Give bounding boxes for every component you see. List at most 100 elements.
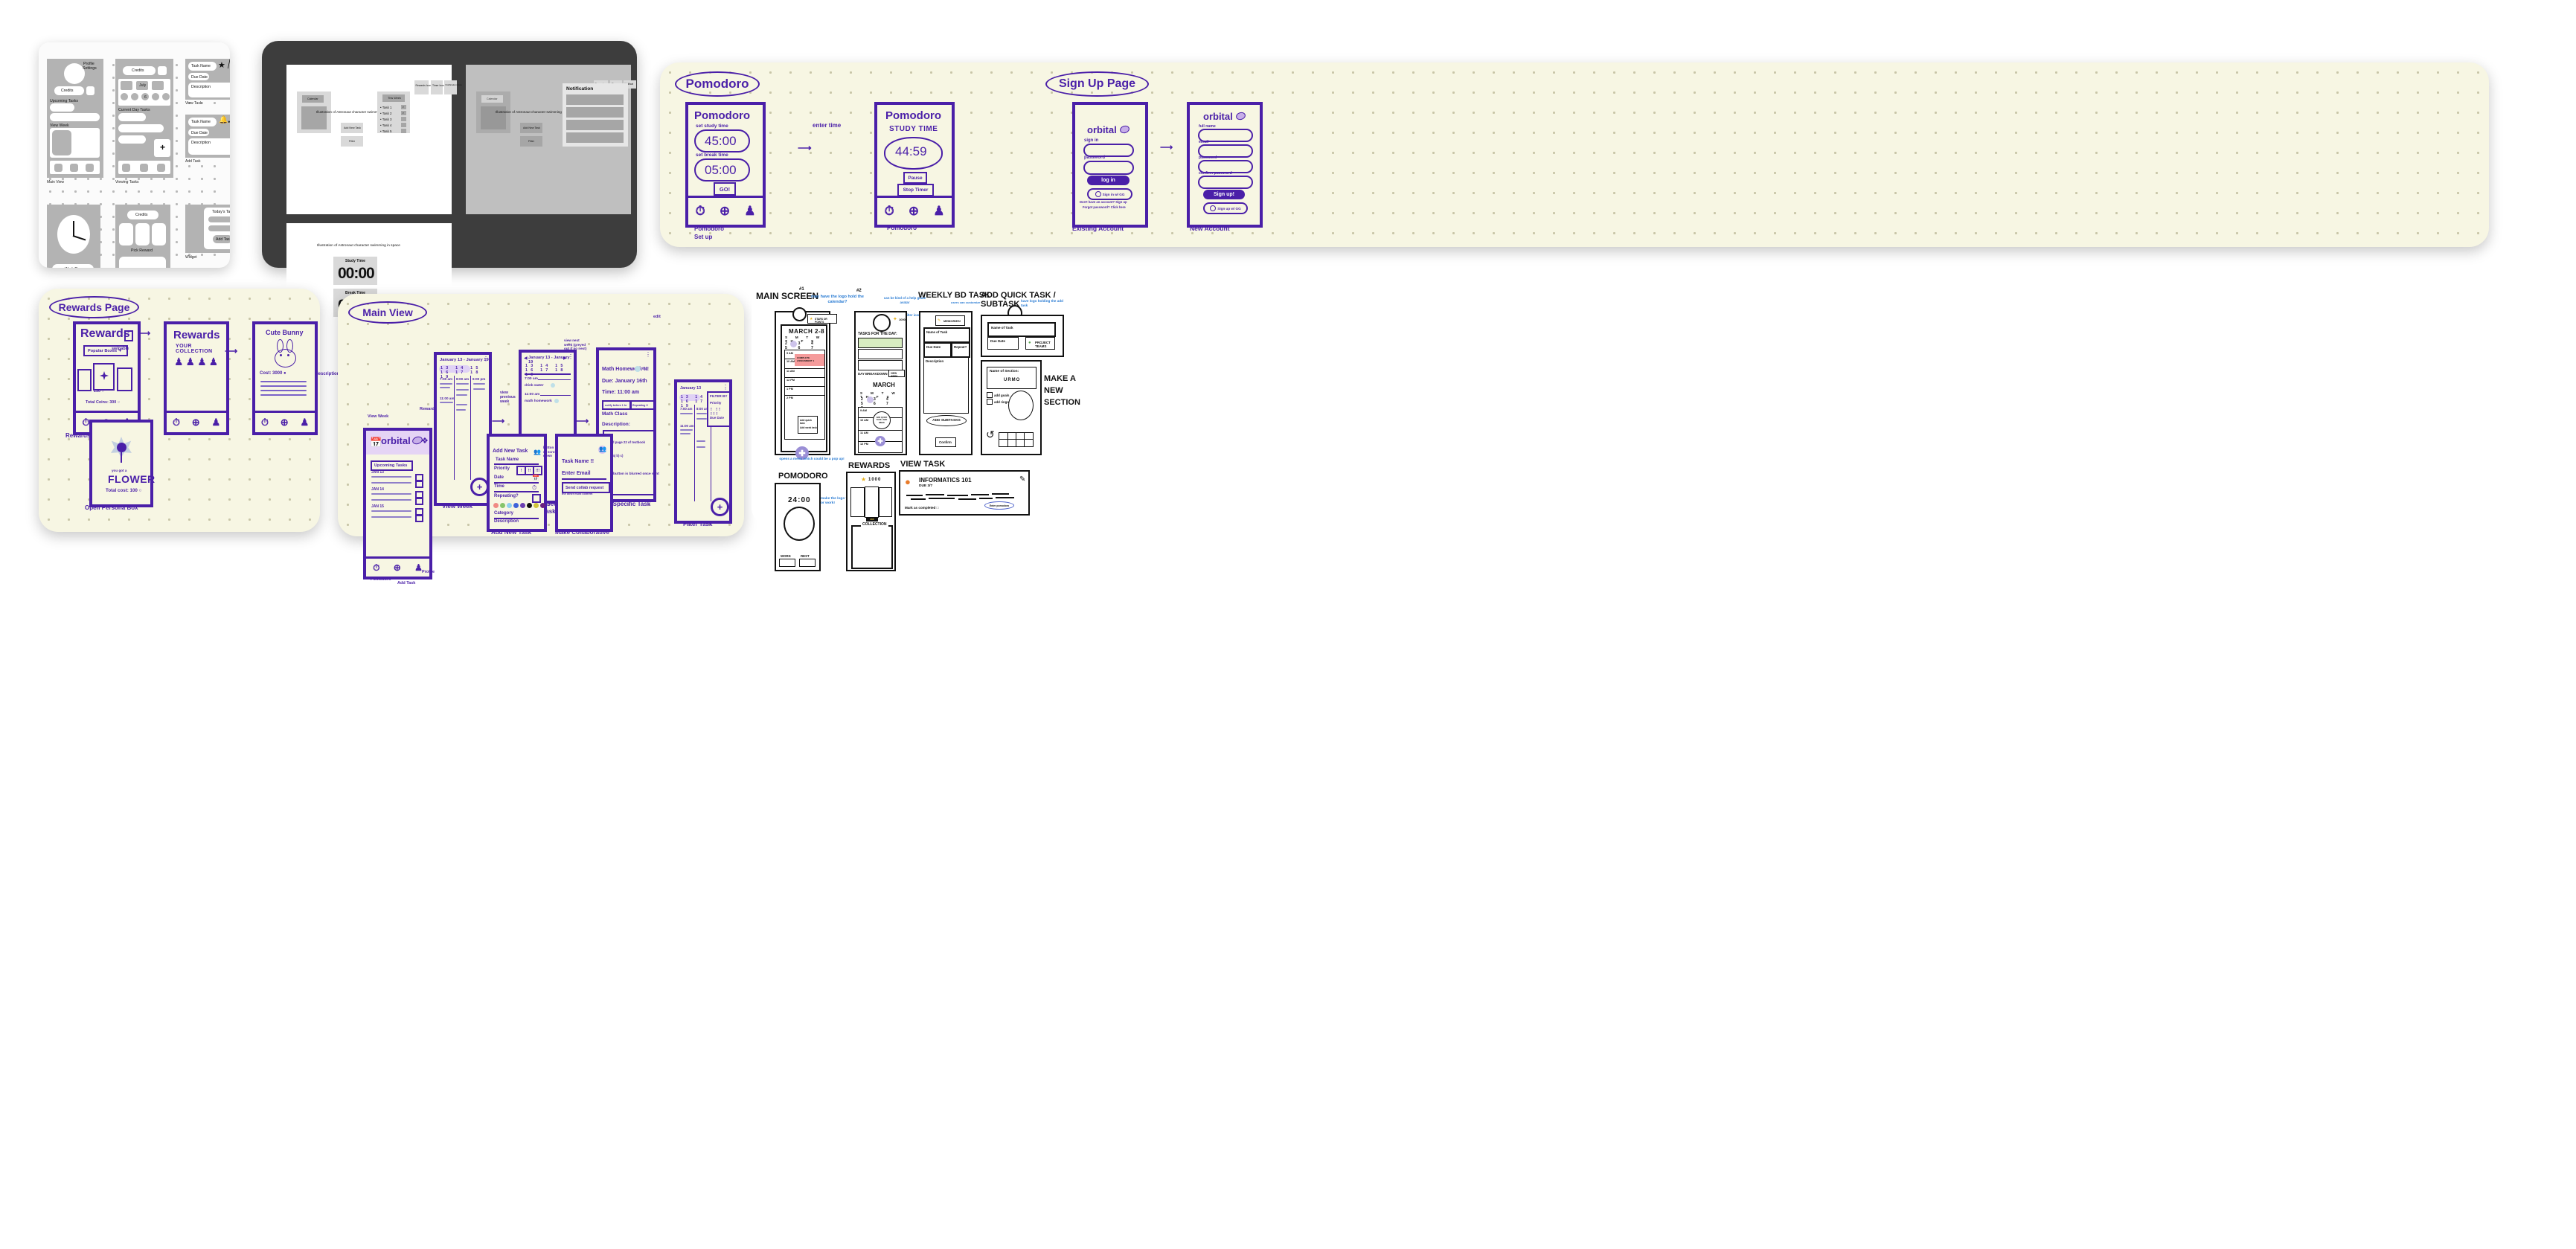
login-button[interactable]: log in [1087, 176, 1130, 185]
wireframe-screen-viewing-tasks[interactable]: Credits July 6 Current Day Tasks [115, 59, 173, 178]
filter-popup[interactable]: FILTER BY Priority ! !! !!! Due Date [707, 391, 731, 427]
signup-button[interactable]: Sign up! [1203, 190, 1245, 199]
phone-existing-account[interactable]: orbital sign in password log in Sign in … [1072, 102, 1148, 228]
filter-row-priority[interactable]: Priority [710, 401, 722, 405]
clock-icon[interactable]: ⏱ [260, 417, 269, 428]
category-input[interactable] [494, 518, 539, 519]
this-week-button[interactable]: This Week [382, 94, 405, 102]
reward-box-left[interactable] [77, 369, 92, 391]
month-next[interactable] [152, 81, 164, 90]
email-input[interactable] [1198, 144, 1253, 158]
plus-icon[interactable]: ⊕ [719, 204, 731, 218]
task-item[interactable]: • Task 1 [380, 106, 392, 109]
task-line[interactable] [371, 516, 411, 518]
calendar-strip[interactable]: July 6 [118, 79, 170, 106]
task-line[interactable] [371, 493, 411, 495]
wireframe-screen-pomodoro[interactable]: Work Time Rest Time [47, 205, 100, 268]
bottom-nav[interactable]: ⏱ ⊕ ♟ [688, 196, 763, 225]
gift-icon[interactable] [124, 330, 133, 341]
wireframe-screen-view-task[interactable]: Task Name ★ ╱ ✕ Due Date Description [185, 59, 230, 100]
checkbox-icon[interactable] [987, 392, 993, 398]
day-chip[interactable] [121, 93, 128, 100]
reward-box-center[interactable] [93, 363, 115, 391]
filter-row-due-date[interactable]: Due Date [710, 416, 725, 420]
wireframe-screen-add-task[interactable]: Task Name 🔔 ✓ ✕ Due Date Description [185, 115, 230, 158]
color-swatch[interactable] [540, 503, 545, 508]
notification-row[interactable] [566, 120, 624, 130]
bottom-nav[interactable]: ⏱ ⊕ ♟ [366, 556, 429, 577]
task-checkbox[interactable] [401, 129, 406, 133]
wireframe-screen-rewards[interactable]: Credits Pick Reward Collection [115, 205, 170, 268]
task-checkbox[interactable] [401, 123, 406, 127]
clock-icon[interactable]: ⏱ [172, 417, 181, 428]
pencil-icon[interactable]: ✎ [1019, 475, 1026, 484]
bell-icon[interactable]: 🔔 [219, 116, 228, 124]
bottom-nav[interactable] [118, 161, 170, 174]
reward-box-right[interactable] [117, 367, 132, 391]
study-time-input[interactable]: 45:00 [694, 129, 750, 152]
star-icon[interactable]: ★ [218, 61, 225, 70]
collection-area[interactable]: Collection [119, 257, 166, 268]
task-line[interactable] [371, 482, 411, 484]
widget-task-row[interactable] [208, 225, 230, 231]
task-item[interactable]: • Task 2 [380, 112, 392, 115]
next-week-arrow-icon[interactable]: ▶ [563, 356, 567, 361]
description-field[interactable]: Description [188, 83, 230, 97]
task-checkbox[interactable] [415, 514, 423, 522]
kebab-menu-icon[interactable]: ⋮ [483, 356, 489, 362]
task-checkbox[interactable] [415, 508, 423, 516]
kebab-menu-icon[interactable]: ⋮ [568, 353, 574, 360]
color-swatch[interactable] [527, 503, 532, 508]
due-date-field[interactable]: Due Date [188, 129, 209, 136]
nav-icon[interactable] [122, 164, 130, 172]
plus-icon[interactable]: ⊕ [908, 204, 920, 218]
phone-rewards-page[interactable]: Rewards Popular Boxes ▼ 250 ○ Total Coin… [73, 321, 141, 435]
phone-pomodoro-setup[interactable]: Pomodoro set study time 45:00 set break … [685, 102, 766, 228]
task-name-field[interactable]: Task Name [188, 118, 217, 126]
task-row-completed[interactable] [858, 338, 903, 348]
rest-button[interactable] [799, 559, 816, 567]
reward-card[interactable] [850, 487, 865, 517]
task-checkbox[interactable]: v [401, 105, 406, 109]
task-row[interactable] [118, 124, 164, 132]
plus-icon[interactable]: ⊕ [191, 417, 200, 428]
nav-icon[interactable] [86, 164, 94, 172]
priority-level-3[interactable]: !!! [533, 466, 542, 475]
send-collab-request-button[interactable]: Send collab request [562, 482, 610, 493]
calendar-button[interactable]: Calendar [481, 95, 503, 103]
add-task-fab[interactable]: + [711, 498, 729, 516]
undo-icon[interactable]: ↺ [986, 428, 995, 440]
date-input[interactable] [494, 482, 539, 484]
phone-reward-detail[interactable]: Cute Bunny Cost: 3000 ● ⏱ ⊕ ♟ [252, 321, 318, 435]
enter-pomodoro-button[interactable]: Enter pomodoro [984, 501, 1014, 510]
full-name-input[interactable] [1198, 129, 1253, 142]
name-of-task-field[interactable]: Name of Task [923, 327, 970, 343]
due-date-field[interactable]: Due Date [923, 342, 952, 358]
sketch-screen-add-quick-task[interactable]: Name of Task Due Date ● PROJECT TEAMS [981, 315, 1064, 357]
confirm-button[interactable]: Confirm [935, 437, 956, 447]
day-chip[interactable] [162, 93, 170, 100]
view-week-button[interactable]: VIEW WEEK [888, 370, 905, 378]
filter-button[interactable]: Filter [341, 136, 363, 147]
reward-card[interactable] [119, 223, 133, 245]
color-swatch[interactable] [534, 503, 539, 508]
add-goals-row[interactable]: add goals [987, 392, 1010, 398]
task-item[interactable]: • Task 3 [380, 118, 392, 121]
description-field[interactable]: Description [188, 138, 230, 155]
notification-icon[interactable]: Notification Icon [444, 80, 462, 94]
color-swatch[interactable] [500, 503, 505, 508]
work-time-button[interactable]: Work Time [52, 264, 94, 268]
calendar-icon[interactable]: 📅 [370, 437, 382, 448]
sketch-screen-rewards[interactable]: ★ 1000 300 COLLECTION [846, 472, 896, 571]
stop-timer-button[interactable]: Stop Timer [897, 184, 934, 196]
phone-make-collaborative[interactable]: 👥 Task Name !! Enter Email Send collab r… [555, 434, 613, 532]
bottom-nav[interactable] [50, 161, 100, 174]
task-checkbox[interactable] [415, 480, 423, 488]
phone-pomodoro-running[interactable]: Pomodoro STUDY TIME 44:59 Pause Stop Tim… [874, 102, 955, 228]
go-button[interactable]: GO! [714, 182, 736, 196]
profile-icon[interactable]: ♟ [300, 417, 310, 428]
reward-card[interactable] [865, 487, 879, 518]
work-button[interactable] [779, 559, 795, 567]
widget-add-task-button[interactable]: Add Task [213, 235, 230, 243]
task-checkbox[interactable] [415, 497, 423, 505]
